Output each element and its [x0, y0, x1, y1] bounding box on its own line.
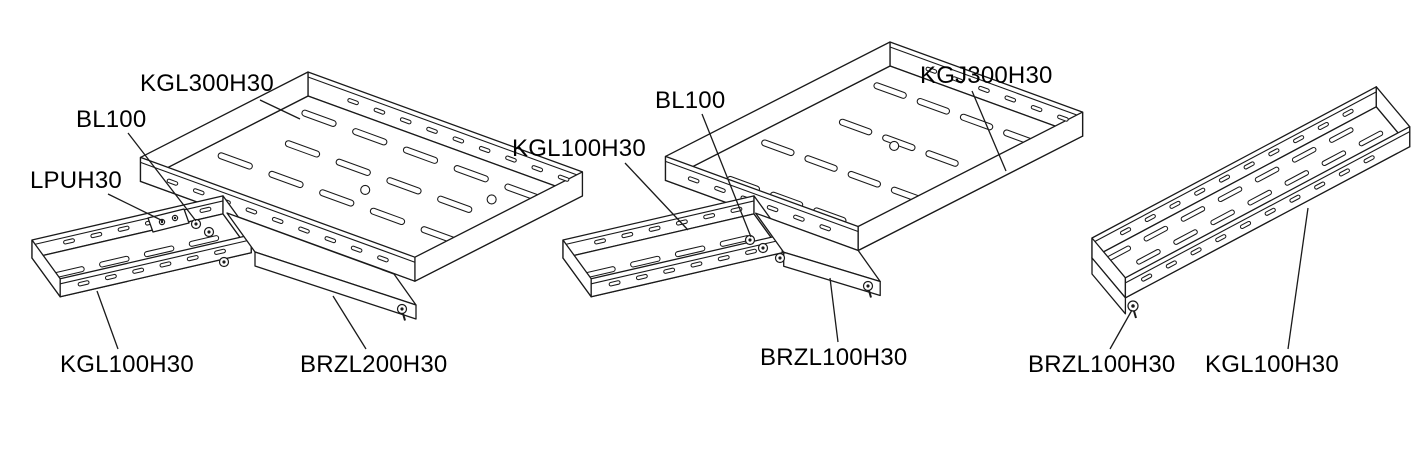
label-middle-brzl100h30: BRZL100H30 — [760, 344, 908, 371]
left-main-tray-kgl300h30 — [139, 71, 584, 282]
label-middle-kgj300h30: KGJ300H30 — [920, 62, 1053, 89]
label-left-lpuh30: LPUH30 — [30, 167, 122, 194]
label-right-brzl100h30: BRZL100H30 — [1028, 351, 1176, 378]
left-reducer-brzl200h30 — [218, 212, 417, 321]
middle-main-tray-kgj300h30 — [664, 41, 1084, 252]
right-tray-kgl100h30 — [1091, 86, 1411, 299]
label-left-bl100: BL100 — [76, 106, 147, 133]
label-left-brzl200h30: BRZL200H30 — [300, 351, 448, 378]
middle-branch-tray-kgl100h30 — [562, 195, 783, 298]
left-bolts-bl100 — [190, 218, 215, 238]
label-middle-kgl100h30: KGL100H30 — [512, 135, 646, 162]
left-splice-plate-lpuh30 — [147, 208, 190, 233]
label-left-kgl100h30: KGL100H30 — [60, 351, 194, 378]
middle-reducer-brzl100h30 — [755, 212, 881, 298]
label-left-kgl300h30: KGL300H30 — [140, 70, 274, 97]
leader-lines — [96, 90, 1309, 350]
middle-bolts-bl100 — [744, 234, 769, 254]
right-end-piece-brzl100h30 — [1091, 257, 1139, 319]
label-right-kgl100h30: KGL100H30 — [1205, 351, 1339, 378]
label-middle-bl100: BL100 — [655, 87, 726, 114]
